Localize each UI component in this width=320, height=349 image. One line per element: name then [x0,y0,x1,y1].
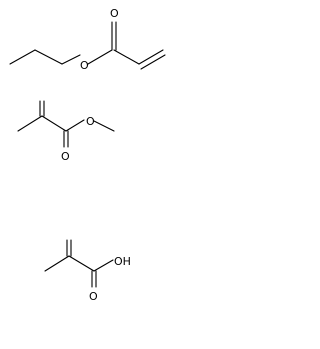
ester-oxygen-label: O [86,115,95,128]
structure-methyl-methacrylate: O O [17,100,115,163]
bond-carbonyl-vinyl [113,49,140,65]
bond-alpha-carbonyl [41,115,67,132]
structure-methacrylic-acid: O OH [44,239,131,303]
bond-hydroxyl [93,259,114,272]
hydroxyl-label: OH [114,255,131,268]
bond-ester-o-left [65,119,85,132]
bond-ester-o-left [61,54,81,65]
bond-alpha-methyl [44,255,70,272]
structure-ethyl-acrylate: O O [9,7,166,72]
bond-vinyl-double-b [140,54,166,70]
structures-drawing: O O O O O OH [9,7,166,303]
carbonyl-oxygen-label: O [61,150,70,163]
bond-alpha-carbonyl [68,255,95,272]
bond-vinyl-double-a [138,49,164,65]
bond-alpha-methyl [17,115,43,132]
bond-ethyl-ch2-o [34,49,63,65]
carbonyl-oxygen-label: O [89,290,98,303]
ester-oxygen-label: O [80,59,89,72]
chemical-structures-figure: O O O O O OH [9,7,166,303]
bond-ester-methyl [93,120,115,132]
bond-ester-o-right [87,49,113,65]
bond-ethyl-ch3 [9,49,36,65]
carbonyl-oxygen-label: O [110,7,119,20]
